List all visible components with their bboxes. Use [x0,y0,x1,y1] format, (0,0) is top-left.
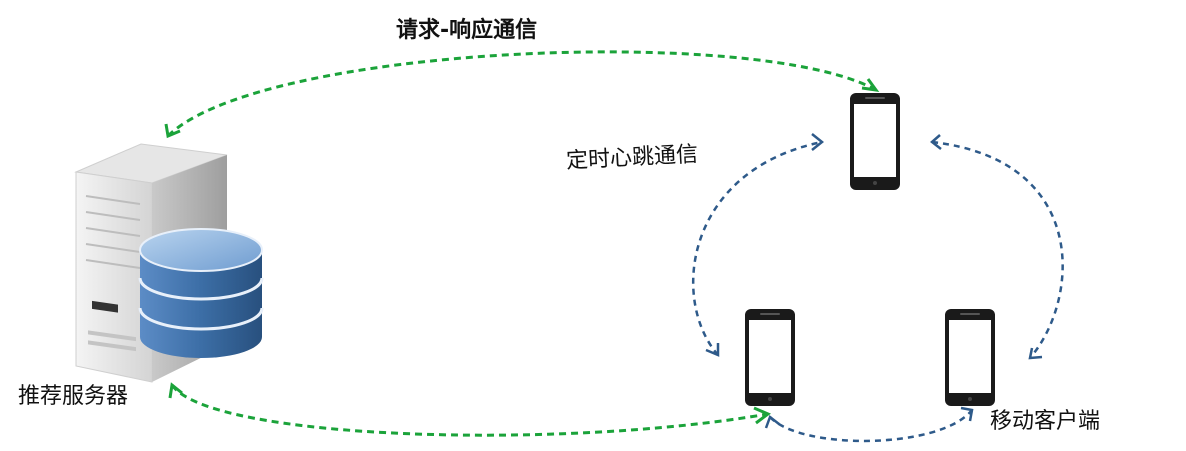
request-response-label: 请求-响应通信 [396,18,538,43]
heartbeat-arrow-left [691,133,825,357]
smartphone-icon [945,309,995,406]
heartbeat-arrow-right [930,134,1064,360]
request-response-arrow-top [164,50,880,139]
smartphone-icon [850,93,900,190]
database-icon [138,228,264,358]
heartbeat-arrow-bottom [764,406,974,443]
server-label: 推荐服务器 [18,384,129,409]
smartphone-icon [745,309,795,406]
request-response-arrow-bottom [168,382,771,437]
mobile-clients-label: 移动客户端 [990,409,1101,434]
